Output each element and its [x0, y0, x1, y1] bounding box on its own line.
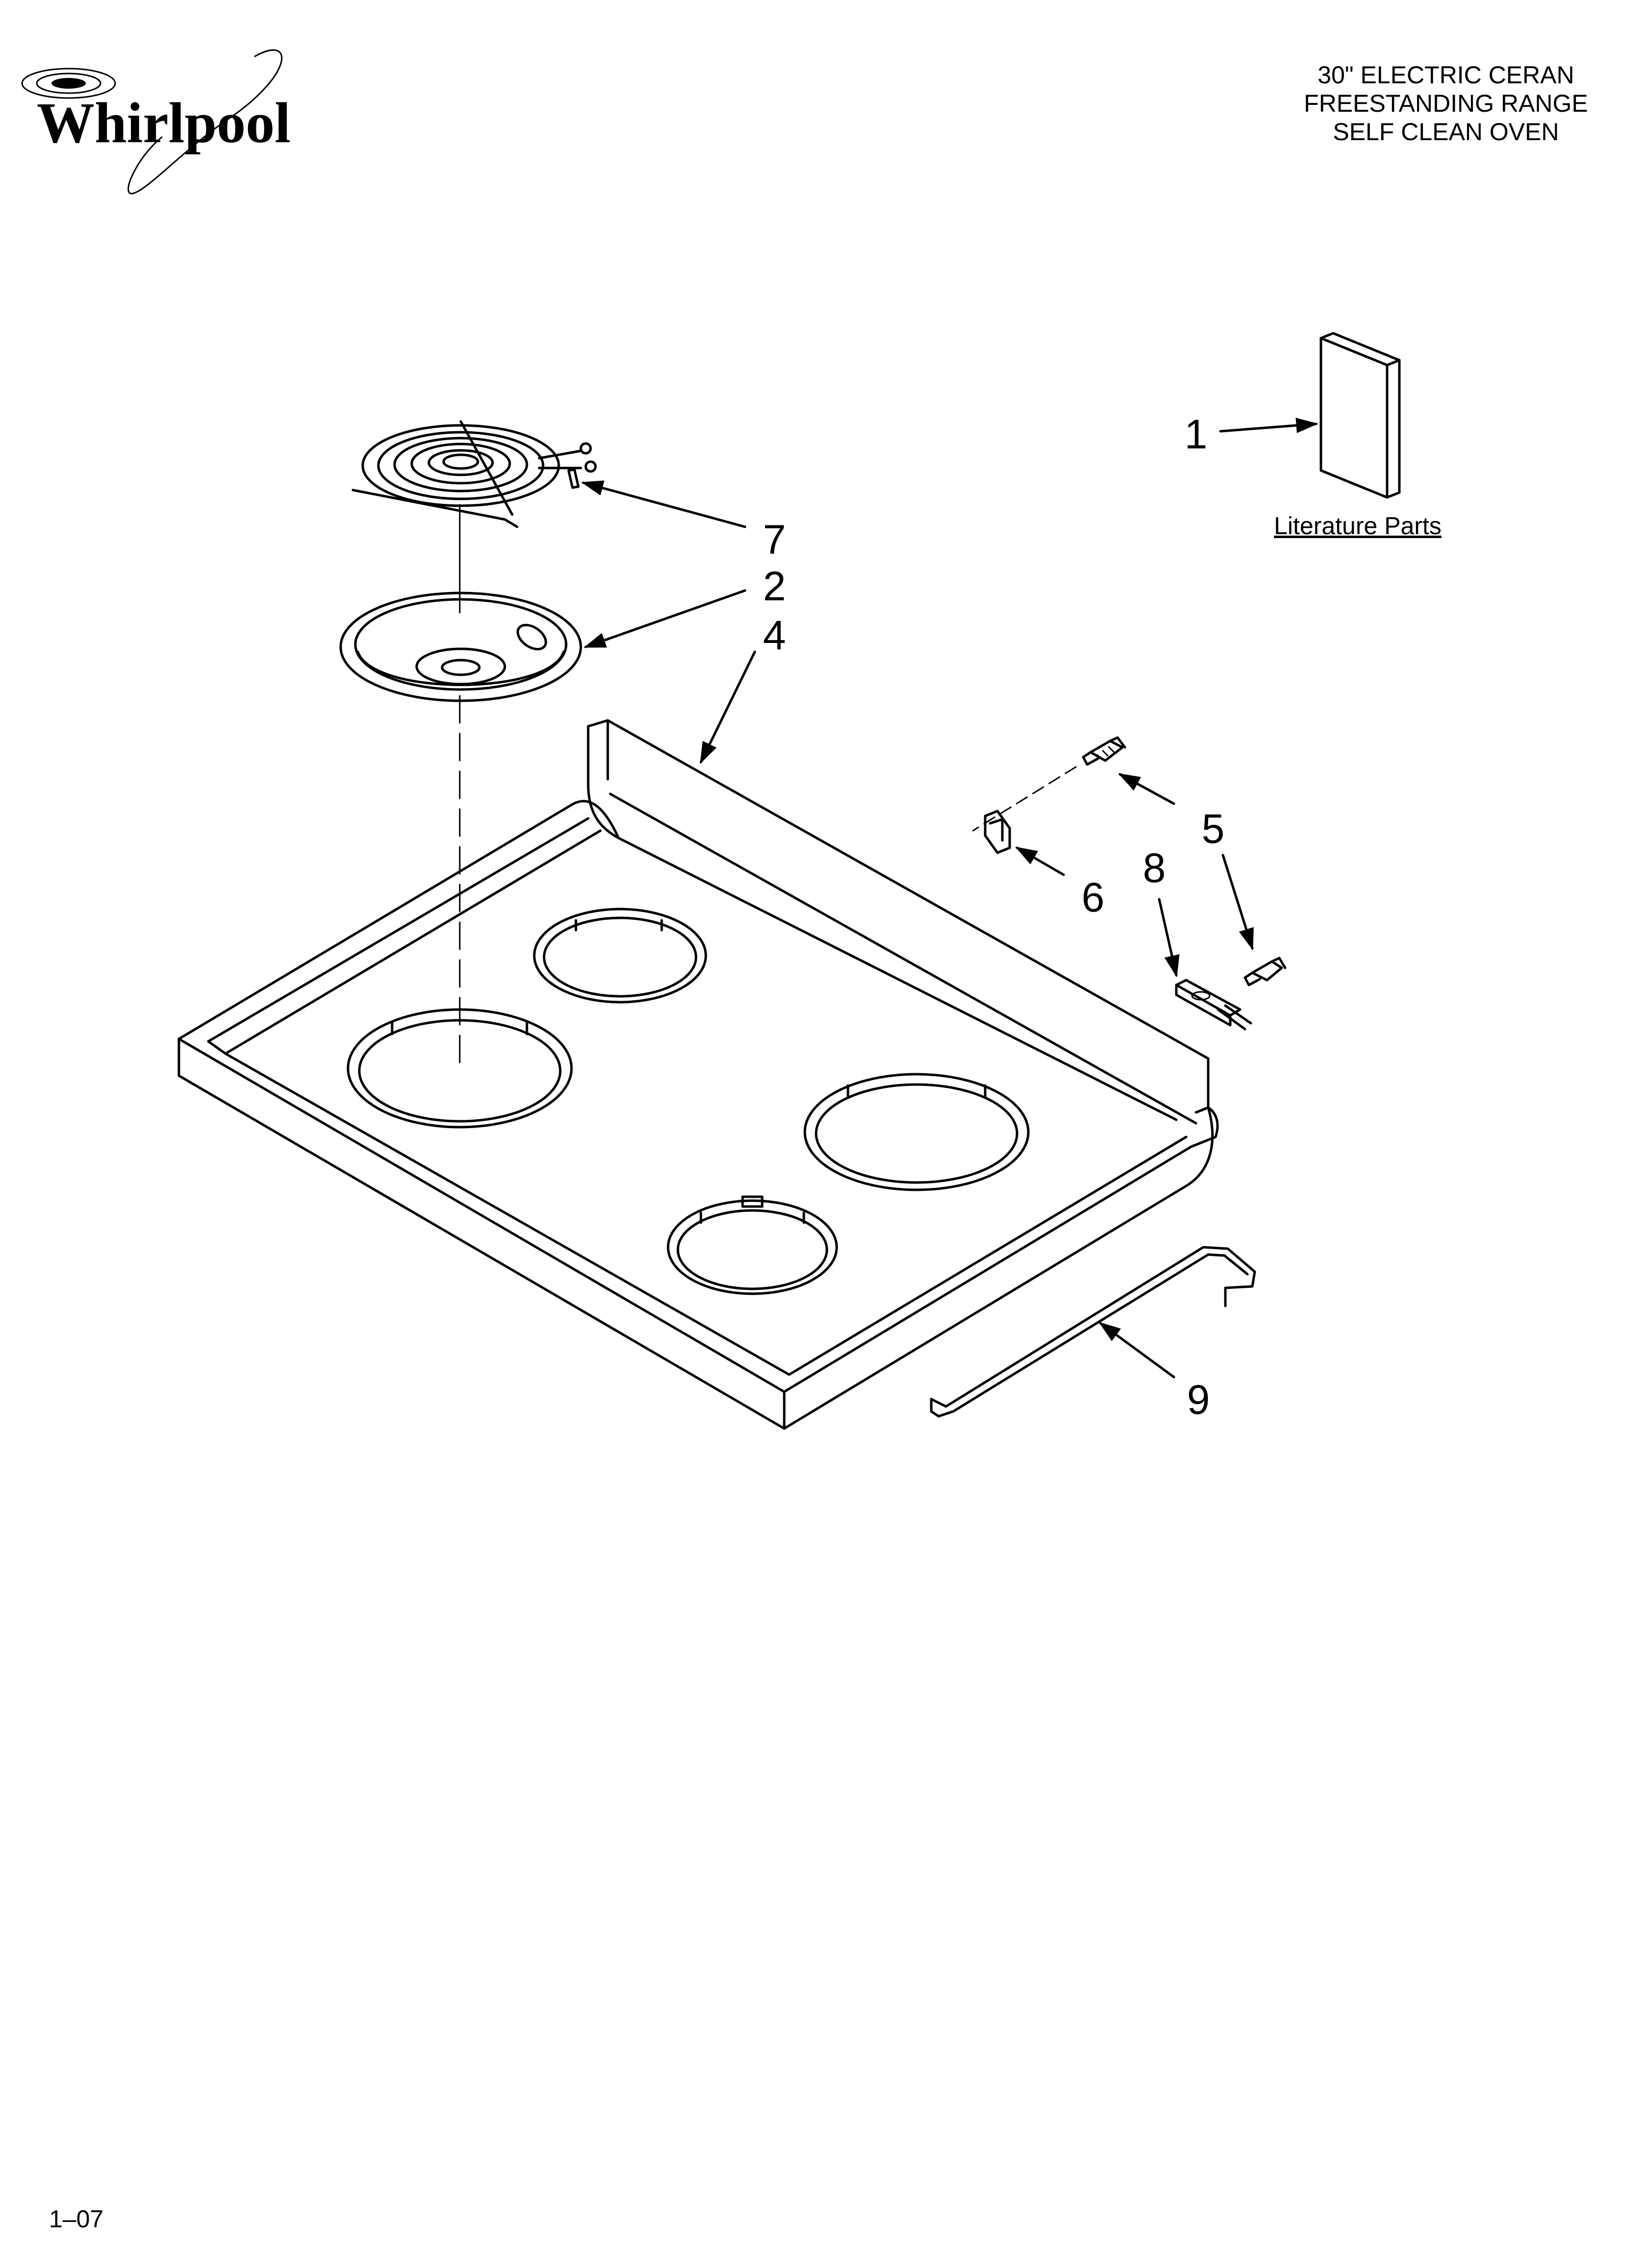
burner-ring-front-right: [667, 1195, 838, 1295]
callout-4-leader: [699, 650, 756, 764]
header-line-2: FREESTANDING RANGE: [1304, 90, 1588, 117]
anti-tip-clip: [984, 810, 1011, 854]
callout-2: 2: [763, 563, 786, 609]
screw-alignment-line: [972, 766, 1077, 832]
callout-1-leader: [1219, 418, 1318, 433]
callout-8: 8: [1143, 845, 1166, 891]
callout-5: 5: [1202, 806, 1225, 852]
burner-ring-back-right: [803, 1073, 1030, 1191]
cooktop: [177, 719, 1219, 1430]
diagram-header: 30" ELECTRIC CERAN FREESTANDING RANGE SE…: [1304, 61, 1588, 146]
mounting-bracket: [1175, 979, 1252, 1031]
surface-element-coil: [351, 420, 597, 528]
burner-ring-back-left: [533, 908, 707, 1004]
literature-part-booklet: [1319, 332, 1401, 499]
callout-2-leader: [583, 589, 746, 648]
callout-6: 6: [1082, 874, 1105, 920]
callout-9-leader: [1098, 1322, 1175, 1379]
rear-support-rod: [930, 1246, 1256, 1418]
page-code: 1–07: [49, 2205, 103, 2233]
brand-wordmark: Whirlpool: [37, 91, 291, 155]
screw-lower: [1243, 957, 1287, 986]
burner-ring-front-left: [347, 1008, 573, 1129]
callout-5-leader-upper: [1118, 773, 1175, 805]
header-line-3: SELF CLEAN OVEN: [1333, 118, 1559, 146]
callout-7: 7: [763, 517, 786, 563]
header-line-1: 30" ELECTRIC CERAN: [1318, 61, 1574, 89]
drip-bowl: [339, 592, 582, 702]
whirlpool-logo: Whirlpool: [21, 49, 291, 195]
callout-4: 4: [763, 612, 786, 658]
callout-9: 9: [1187, 1377, 1210, 1423]
callout-8-leader: [1158, 898, 1180, 978]
swirl-logo-icon: [21, 49, 283, 195]
callout-5-leader-lower: [1221, 854, 1254, 951]
callout-6-leader: [1015, 846, 1065, 876]
screw-upper: [1082, 736, 1126, 766]
callout-1: 1: [1185, 411, 1208, 457]
callout-7-leader: [581, 480, 746, 528]
literature-parts-label: Literature Parts: [1274, 512, 1442, 540]
